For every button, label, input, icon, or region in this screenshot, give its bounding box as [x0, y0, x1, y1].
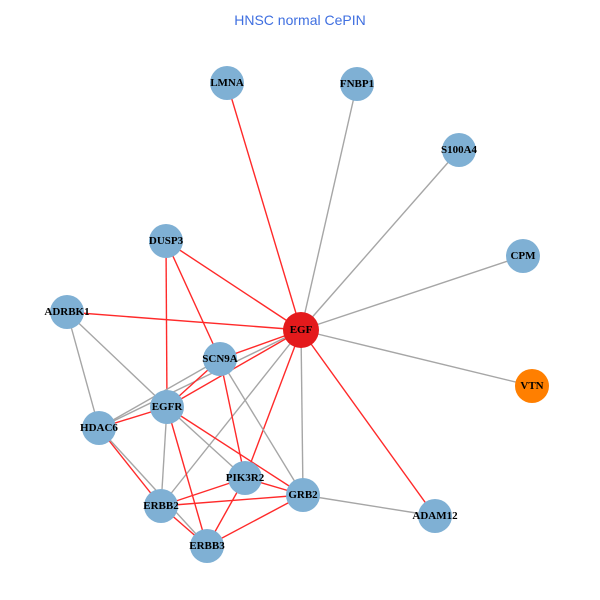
node-label: SCN9A	[202, 353, 238, 365]
edge-egf-dusp3	[165, 240, 302, 331]
node-circle	[228, 461, 262, 495]
node-circle	[515, 369, 549, 403]
node-label: GRB2	[288, 489, 318, 501]
node-s100a4[interactable]: S100A4	[441, 133, 478, 167]
node-label: PIK3R2	[226, 472, 265, 484]
edge-egfr-pik3r2	[166, 406, 246, 479]
edge-dusp3-egfr	[165, 240, 168, 408]
node-label: ERBB2	[143, 500, 179, 512]
node-vtn[interactable]: VTN	[515, 369, 549, 403]
node-lmna[interactable]: LMNA	[210, 66, 244, 100]
edge-egfr-erbb3	[166, 406, 208, 547]
edge-scn9a-grb2	[219, 358, 304, 496]
node-grb2[interactable]: GRB2	[286, 478, 320, 512]
node-label: ADRBK1	[44, 306, 89, 318]
node-cpm[interactable]: CPM	[506, 239, 540, 273]
edge-grb2-adam12	[302, 494, 436, 517]
edge-egf-grb2	[300, 329, 304, 496]
node-label: DUSP3	[149, 235, 184, 247]
edge-egf-s100a4	[300, 149, 460, 331]
edge-egfr-grb2	[166, 406, 304, 496]
edge-erbb3-grb2	[206, 494, 304, 547]
edge-egf-cpm	[300, 255, 524, 331]
node-circle	[50, 295, 84, 329]
node-dusp3[interactable]: DUSP3	[149, 224, 184, 258]
edge-scn9a-pik3r2	[219, 358, 246, 479]
node-circle	[150, 390, 184, 424]
node-label: VTN	[520, 380, 543, 392]
node-label: HDAC6	[80, 422, 118, 434]
node-label: FNBP1	[340, 78, 374, 90]
node-circle	[286, 478, 320, 512]
node-circle	[144, 489, 178, 523]
node-label: S100A4	[441, 144, 478, 156]
node-label: ADAM12	[412, 510, 458, 522]
node-circle	[190, 529, 224, 563]
node-adrbk1[interactable]: ADRBK1	[44, 295, 90, 329]
node-label: CPM	[510, 250, 536, 262]
node-erbb2[interactable]: ERBB2	[143, 489, 179, 523]
node-circle	[442, 133, 476, 167]
node-fnbp1[interactable]: FNBP1	[340, 67, 374, 101]
node-erbb3[interactable]: ERBB3	[189, 529, 225, 563]
node-circle	[418, 499, 452, 533]
node-label: EGFR	[152, 401, 184, 413]
edge-adrbk1-egfr	[66, 311, 168, 408]
node-circle	[149, 224, 183, 258]
edge-egf-erbb2	[160, 329, 302, 507]
diagram-title: HNSC normal CePIN	[234, 12, 366, 28]
edge-egf-pik3r2	[244, 329, 302, 479]
edge-egf-lmna	[226, 82, 302, 331]
node-egfr[interactable]: EGFR	[150, 390, 184, 424]
edge-egf-adam12	[300, 329, 436, 517]
node-hdac6[interactable]: HDAC6	[80, 411, 118, 445]
edge-dusp3-scn9a	[165, 240, 221, 360]
node-label: EGF	[290, 324, 313, 336]
edge-egf-fnbp1	[300, 83, 358, 331]
node-circle	[210, 66, 244, 100]
node-circle	[82, 411, 116, 445]
node-circle	[340, 67, 374, 101]
node-circle	[506, 239, 540, 273]
node-circle	[283, 312, 319, 348]
node-adam12[interactable]: ADAM12	[412, 499, 458, 533]
node-scn9a[interactable]: SCN9A	[202, 342, 238, 376]
node-label: ERBB3	[189, 540, 225, 552]
node-pik3r2[interactable]: PIK3R2	[226, 461, 265, 495]
edge-egf-hdac6	[98, 329, 302, 429]
node-circle	[203, 342, 237, 376]
edge-egf-vtn	[300, 329, 533, 387]
node-label: LMNA	[210, 77, 244, 89]
edge-adrbk1-hdac6	[66, 311, 100, 429]
edge-hdac6-erbb3	[98, 427, 208, 547]
node-egf[interactable]: EGF	[283, 312, 319, 348]
edge-egf-adrbk1	[66, 311, 302, 331]
